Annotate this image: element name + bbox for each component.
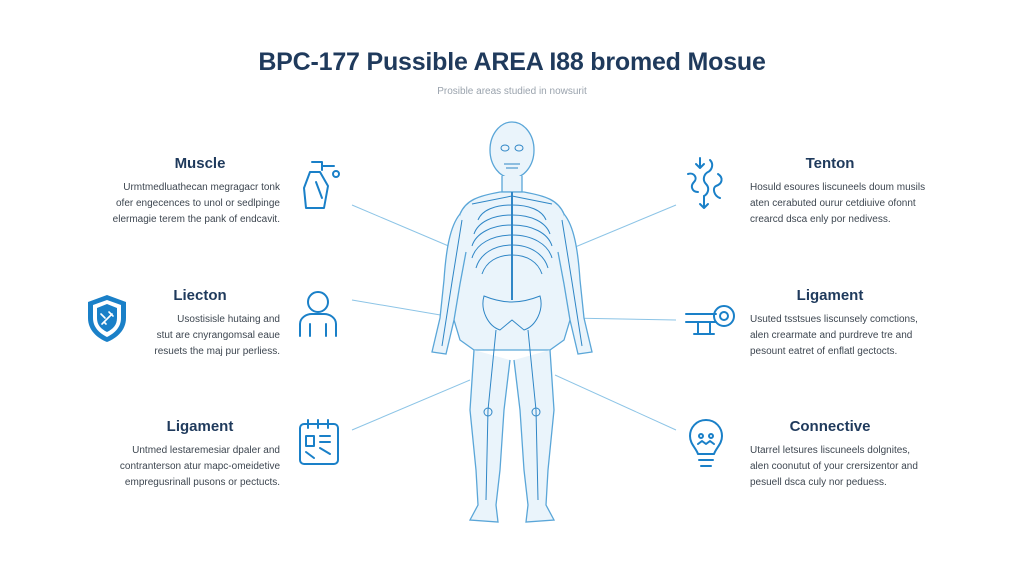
callout-heading: Ligament — [166, 418, 234, 435]
callout-line: empregusrinall pusons or pectucts. — [124, 477, 280, 488]
callout-heading: Muscle — [174, 155, 226, 172]
callout-line: Utarrel letsures liscuneels dolgnites, — [750, 445, 911, 456]
callout-line: Urmtmedluathecan megragacr tonk — [123, 182, 280, 193]
callout-line: pesount eatret of enflatl gectocts. — [750, 346, 898, 357]
callout-line: elermagie terem the pank of endcavit. — [112, 214, 280, 225]
callout-line: crearcd dsca enly por nedivess. — [750, 214, 891, 225]
callout-ligament-right: Ligament Usuted tsstsues liscunsely comc… — [750, 287, 960, 360]
bulb-icon — [689, 419, 723, 467]
muscle-icon — [303, 161, 340, 209]
callout-line: Hosuld esoures liscuneels doum musils — [750, 182, 926, 193]
callout-line: stut are cnyrangomsal eaue — [156, 330, 280, 341]
tendon-icon — [687, 157, 723, 209]
connector-ligament-right — [567, 317, 677, 321]
callout-heading: Tenton — [805, 155, 855, 172]
connector-tenton — [567, 204, 677, 251]
joint-icon — [685, 305, 735, 335]
callout-line: resuets the maj pur perliess. — [154, 346, 280, 357]
callout-tenton: Tenton Hosuld esoures liscuneels doum mu… — [750, 155, 960, 228]
connector-ligament-left — [351, 379, 471, 431]
skeleton-bones — [441, 144, 583, 501]
callout-connective: Connective Utarrel letsures liscuneels d… — [750, 418, 960, 491]
callout-line: aten cerabuted ourur cetdiuive ofonnt — [750, 198, 916, 209]
tissue-grid-icon — [299, 419, 339, 465]
callout-line: pesuell dsca culy nor peduess. — [750, 477, 887, 488]
page-subtitle: Prosible areas studied in nowsurit — [437, 86, 587, 97]
callout-body: Urmtmedluathecan megragacr tonk ofer eng… — [80, 180, 280, 228]
human-skeleton-figure — [431, 121, 593, 523]
callout-body: Usuted tsstsues liscunsely comctions, al… — [750, 312, 960, 360]
shield-icon — [88, 295, 126, 342]
callout-line: Untmed lestaremesiar dpaler and — [132, 445, 280, 456]
connector-connective — [554, 374, 677, 431]
callout-heading: Ligament — [796, 287, 864, 304]
callout-body: Utarrel letsures liscuneels dolgnites, a… — [750, 443, 960, 491]
connector-muscle — [351, 204, 459, 251]
page-title: BPC-177 Pussible AREA I88 bromed Mosue — [258, 48, 766, 76]
callout-heading: Connective — [789, 418, 871, 435]
callout-line: alen crearmate and purdreve tre and — [750, 330, 913, 341]
callout-line: Usostisisle hutaing and — [177, 314, 280, 325]
callout-line: contranterson atur mapc-omeidetive — [119, 461, 280, 472]
callout-body: Usostisisle hutaing and stut are cnyrang… — [80, 312, 280, 360]
callout-body: Untmed lestaremesiar dpaler and contrant… — [80, 443, 280, 491]
callout-muscle: Muscle Urmtmedluathecan megragacr tonk o… — [80, 155, 280, 228]
callout-heading: Liecton — [173, 287, 227, 304]
person-icon — [299, 291, 337, 337]
callout-line: Usuted tsstsues liscunsely comctions, — [750, 314, 918, 325]
callout-body: Hosuld esoures liscuneels doum musils at… — [750, 180, 960, 228]
callout-lecton: Liecton Usostisisle hutaing and stut are… — [80, 287, 280, 360]
callout-line: ofer engecences to unol or sedlpinge — [115, 198, 280, 209]
callout-line: alen coonutut of your crersizentor and — [750, 461, 918, 472]
callout-ligament-left: Ligament Untmed lestaremesiar dpaler and… — [80, 418, 280, 491]
